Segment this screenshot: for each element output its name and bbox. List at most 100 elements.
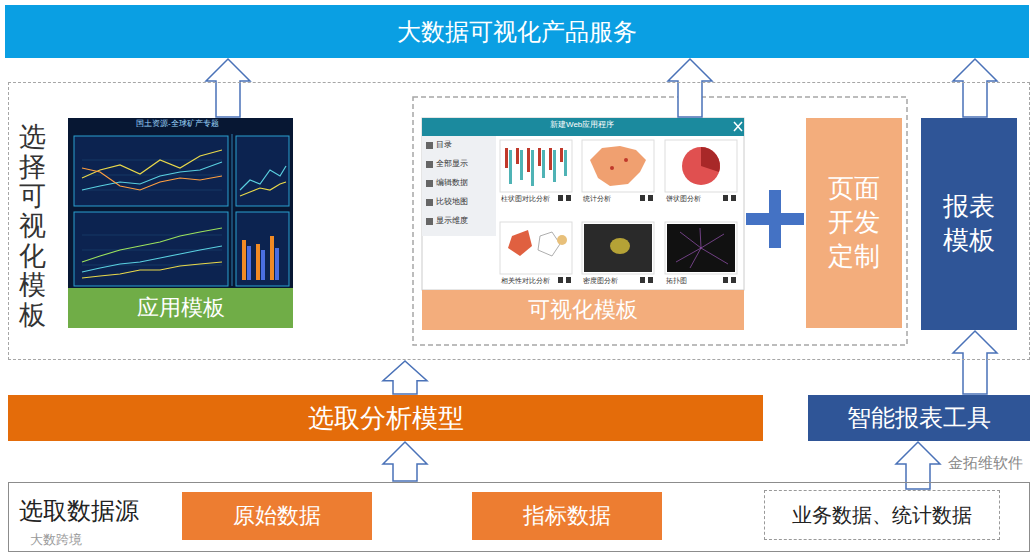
node-text: 业务数据、统计数据 — [792, 502, 972, 529]
vis-screenshot — [610, 238, 630, 254]
vis-screenshot — [516, 148, 519, 164]
node-text: 选取数据源 — [19, 495, 139, 526]
vis-screenshot — [500, 222, 572, 274]
screenshot-text: 国土资源-全球矿产专题 — [136, 120, 219, 129]
vis-screenshot — [680, 232, 701, 248]
node-text: 可视化模板 — [422, 290, 744, 330]
vis-screenshot — [566, 277, 571, 283]
screenshot-text: 柱状图对比分析 — [501, 195, 550, 203]
report-tool-band: 智能报表工具 — [808, 395, 1030, 441]
vis-screenshot — [701, 248, 728, 264]
vis-screenshot — [509, 150, 512, 184]
vis-screenshot — [590, 146, 646, 186]
app-screenshot — [240, 182, 286, 196]
vis-screenshot — [426, 142, 433, 149]
vis-screenshot — [426, 180, 433, 187]
vis-screenshot — [553, 150, 556, 182]
screenshot-text: 比较地图 — [436, 198, 468, 207]
vis-screenshot — [723, 195, 728, 201]
app-screenshot — [261, 250, 265, 280]
app-screenshot — [74, 212, 228, 286]
vis-screenshot — [426, 161, 433, 168]
block-arrow — [383, 442, 427, 481]
node-text: 选取分析模型 — [308, 401, 464, 436]
vis-screenshot — [667, 224, 735, 272]
title-band: 大数据可视化产品服务 — [5, 5, 1029, 58]
app-screenshot — [270, 236, 274, 280]
vis-screenshot — [422, 118, 744, 290]
app-screenshot — [82, 262, 222, 278]
vis-screenshot — [584, 224, 652, 272]
vis-screenshot — [560, 148, 563, 162]
report-template-box: 报表模板 — [921, 118, 1017, 330]
vis-screenshot — [701, 147, 720, 172]
vis-screenshot — [734, 122, 742, 131]
app-screenshot — [256, 244, 260, 280]
node-text: 原始数据 — [233, 501, 321, 531]
vis-screenshot — [701, 234, 724, 248]
custom-page-box: 页面开发定制 — [806, 118, 902, 328]
vis-screenshot — [520, 150, 523, 180]
node-text: 智能报表工具 — [847, 402, 991, 434]
vis-screenshot — [422, 136, 496, 236]
data-source-region: 原始数据 指标数据 业务数据、统计数据 选取数据源 — [8, 482, 1030, 552]
vis-screenshot — [508, 230, 532, 256]
app-screenshot — [82, 235, 222, 236]
vis-screenshot — [682, 147, 720, 185]
vis-screenshot — [648, 195, 653, 201]
vis-screenshot — [624, 158, 628, 162]
screenshot-text: 新建Web应用程序 — [550, 121, 614, 130]
vis-screenshot — [531, 150, 534, 186]
node-text: 大数据可视化产品服务 — [397, 16, 637, 48]
block-arrow — [206, 59, 250, 117]
screenshot-text: 相关性对比分析 — [501, 277, 550, 285]
data-box: 业务数据、统计数据 — [764, 490, 1000, 540]
screenshot-text: 拓扑图 — [666, 277, 687, 285]
vis-screenshot — [500, 140, 737, 274]
vis-screenshot — [538, 232, 560, 256]
app-screenshot — [82, 228, 222, 262]
app-screenshot — [68, 118, 293, 290]
screenshot-text: 统计分析 — [583, 195, 611, 203]
plus-symbol — [746, 190, 804, 248]
screenshot-text: 密度图分析 — [583, 277, 618, 285]
vis-screenshot — [558, 195, 563, 201]
node-text: 选择可视化模板 — [19, 123, 46, 331]
app-screenshot — [82, 246, 222, 272]
vis-screenshot — [610, 166, 614, 170]
data-box: 原始数据 — [182, 492, 372, 540]
app-screenshot — [82, 190, 222, 191]
screenshot-text: 全部显示 — [436, 160, 468, 169]
vis-screenshot — [648, 277, 653, 283]
app-screenshot — [240, 166, 286, 190]
vis-screenshot — [566, 195, 571, 201]
app-screenshot — [68, 118, 293, 290]
block-arrow — [953, 59, 997, 117]
inner-dashed-frame — [413, 97, 907, 345]
app-template: 应用模板 — [68, 118, 293, 328]
inner-dashed-frame — [413, 97, 907, 345]
node-text: 指标数据 — [523, 501, 611, 531]
vis-screenshot — [640, 277, 645, 283]
vis-screenshot — [426, 199, 433, 206]
analysis-model-band: 选取分析模型 — [8, 395, 763, 441]
node-text: 页面开发定制 — [828, 172, 880, 273]
app-screenshot — [275, 248, 279, 280]
app-screenshot — [236, 136, 289, 206]
app-screenshot — [82, 162, 222, 190]
app-screenshot — [74, 136, 228, 206]
watermark: 大数跨境 — [30, 533, 82, 547]
screenshot-text: 编辑数据 — [436, 179, 468, 188]
vis-screenshot — [505, 148, 508, 168]
vis-screenshot — [422, 118, 744, 290]
data-box: 指标数据 — [472, 492, 662, 540]
node-text: 报表模板 — [943, 190, 995, 258]
app-screenshot — [242, 240, 246, 280]
screenshot-text: 目录 — [436, 141, 452, 150]
vis-screenshot — [500, 140, 572, 192]
vis-screenshot — [558, 277, 563, 283]
vis-screenshot — [542, 150, 545, 178]
vis-screenshot — [731, 277, 736, 283]
vis-screenshot — [538, 148, 541, 166]
